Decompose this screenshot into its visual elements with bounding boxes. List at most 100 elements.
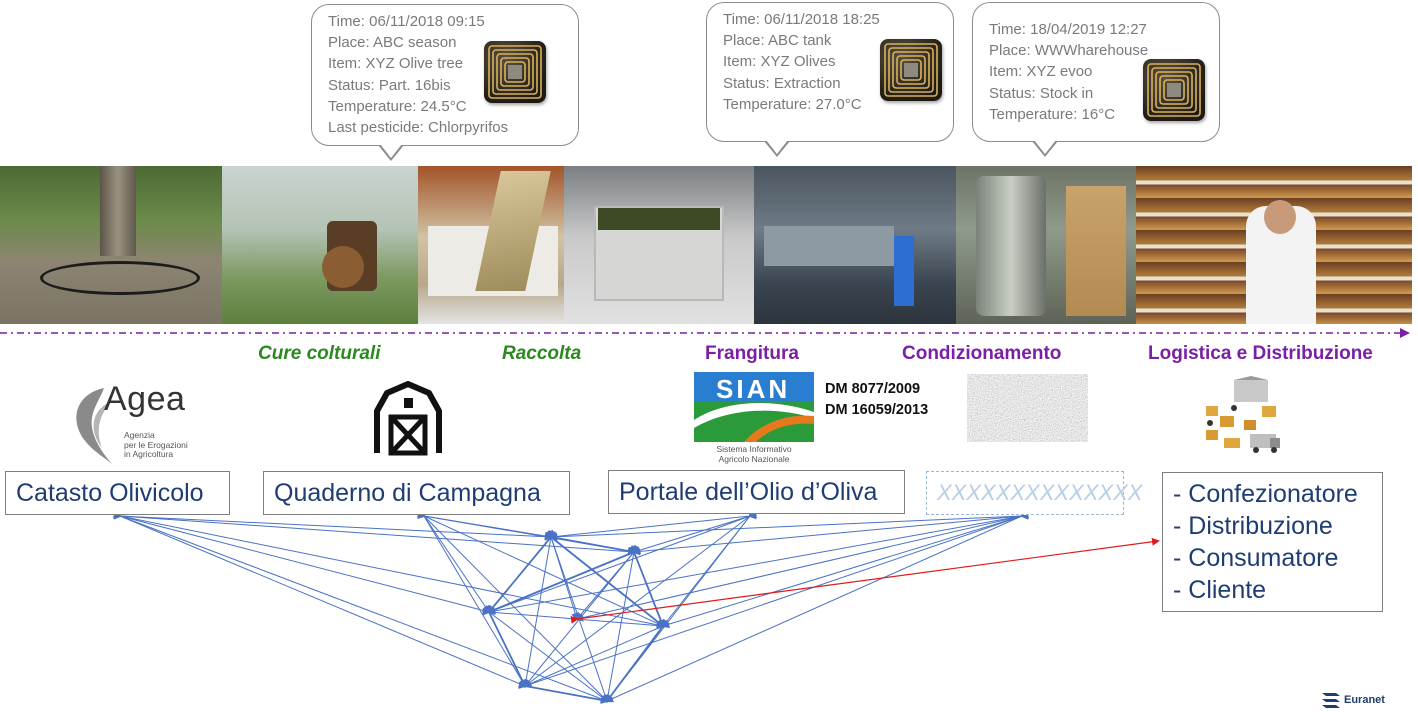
stakeholder-item: - Cliente <box>1173 576 1267 604</box>
callout-line: Last pesticide: Chlorpyrifos <box>328 119 509 137</box>
stage-condizionamento: Condizionamento <box>902 343 1062 364</box>
euranet-name: Euranet <box>1344 694 1385 706</box>
supply-chain-photo-strip <box>0 166 1412 324</box>
network-edge <box>575 544 641 621</box>
stakeholder-item: - Confezionatore <box>1173 480 1358 508</box>
euranet-mark-icon <box>1322 693 1340 708</box>
network-edge <box>523 544 641 688</box>
network-edge <box>605 618 670 703</box>
callout-line: Item: XYZ evoo <box>989 63 1093 81</box>
network-edge <box>417 508 527 688</box>
callout-line: Place: ABC tank <box>723 32 832 50</box>
agea-name: Agea <box>104 380 186 418</box>
stakeholder-item: - Distribuzione <box>1173 512 1333 540</box>
sian-logo: SIAN Sistema Informativo Agricolo Nazion… <box>694 372 814 470</box>
callout-line: Status: Part. 16bis <box>328 76 451 94</box>
callout-line: Temperature: 27.0°C <box>723 95 862 113</box>
stage-raccolta: Raccolta <box>502 343 582 364</box>
network-edge <box>523 509 758 688</box>
agea-subtitle: per le Erogazioni <box>124 439 188 450</box>
stakeholder-item: - Consumatore <box>1173 544 1339 572</box>
network-edge <box>543 530 665 628</box>
network-edge <box>487 529 558 614</box>
network-edge <box>545 530 579 621</box>
network-edge <box>518 680 609 704</box>
network-edge <box>632 510 757 555</box>
callout-line: Time: 18/04/2019 12:27 <box>989 21 1147 38</box>
qr-noise-icon <box>967 374 1088 442</box>
callout-line: Time: 06/11/2018 18:25 <box>723 11 880 28</box>
callout-line: Item: XYZ Olive tree <box>328 55 464 73</box>
photo-tractor-spraying <box>222 166 418 324</box>
network-edge <box>417 511 553 540</box>
callout-line: Temperature: 16°C <box>989 105 1116 123</box>
network-edge <box>605 508 757 703</box>
decree-item: DM 8077/2009 <box>825 381 921 397</box>
callout-line: Status: Extraction <box>723 74 841 92</box>
photo-olive-crates <box>564 166 754 324</box>
barn-icon <box>374 381 442 456</box>
logistics-icon <box>1206 376 1280 453</box>
photo-supermarket-shelf <box>1136 166 1412 324</box>
sian-subtitle: Sistema Informativo <box>716 444 792 454</box>
network-edge <box>605 509 1030 703</box>
catasto-olivicolo-box[interactable]: Catasto Olivicolo <box>5 471 230 515</box>
network-edge <box>416 509 665 628</box>
network-edge <box>523 619 671 688</box>
callout-line: Temperature: 24.5°C <box>328 97 467 115</box>
agea-subtitle: Agenzia <box>124 430 155 440</box>
callout-line: Item: XYZ Olives <box>723 53 836 71</box>
callout-line: Place: WWWharehouse <box>989 42 1149 60</box>
photo-olive-mill <box>754 166 956 324</box>
network-edge <box>482 607 665 630</box>
network-edge <box>112 509 527 688</box>
network-edge <box>487 510 1029 615</box>
agea-subtitle: in Agricoltura <box>124 449 174 459</box>
callout-line: Place: ABC season <box>328 34 457 52</box>
stakeholders-box: - Confezionatore - Distribuzione - Consu… <box>1162 472 1383 612</box>
decrees: DM 8077/2009 DM 16059/2013 <box>825 379 928 421</box>
stage-frangitura: Frangitura <box>705 343 799 364</box>
network-edge <box>417 508 491 614</box>
network-edge <box>545 530 609 703</box>
network-edge <box>604 545 640 703</box>
network-edge <box>549 511 757 541</box>
rfid-tag-icon <box>1143 59 1205 121</box>
decree-item: DM 16059/2013 <box>825 402 929 418</box>
callout-evoo: Time: 18/04/2019 12:27 Place: WWWharehou… <box>972 2 1220 142</box>
network-edge <box>632 511 1029 556</box>
network-edge <box>482 604 526 688</box>
network-edge <box>522 530 556 688</box>
agea-logo: Agea Agenzia per le Erogazioni in Agrico… <box>64 380 204 466</box>
sian-name: SIAN <box>716 374 791 404</box>
stage-cure-colturali: Cure colturali <box>258 343 381 364</box>
rfid-tag-icon <box>880 39 942 101</box>
network-edge <box>417 511 636 555</box>
network-edge <box>416 508 609 703</box>
network-edge <box>112 510 609 703</box>
network-edge <box>113 510 665 629</box>
callout-olive-tree: Time: 06/11/2018 09:15 Place: ABC season… <box>311 4 579 146</box>
stage-logistica: Logistica e Distribuzione <box>1148 343 1373 364</box>
photo-olive-harvest <box>418 166 564 324</box>
network-edge <box>487 510 758 614</box>
network-edge <box>481 605 609 703</box>
photo-olive-tree-irrigation <box>0 166 222 324</box>
network-lines <box>112 508 1030 704</box>
quaderno-campagna-box[interactable]: Quaderno di Campagna <box>263 471 570 515</box>
network-edge <box>628 544 665 628</box>
sian-subtitle: Agricolo Nazionale <box>718 454 790 464</box>
network-edge <box>544 531 636 555</box>
callout-olives: Time: 06/11/2018 18:25 Place: ABC tank I… <box>706 2 954 142</box>
network-edge <box>113 511 636 556</box>
network-edge <box>523 510 1029 688</box>
network-edge <box>113 510 491 615</box>
callout-line: Time: 06/11/2018 09:15 <box>328 13 485 30</box>
portale-olio-box[interactable]: Portale dell’Olio d’Oliva <box>608 470 905 514</box>
network-edge <box>661 508 757 628</box>
callout-line: Status: Stock in <box>989 84 1094 102</box>
network-edge <box>113 511 553 541</box>
placeholder-system-box[interactable]: XXXXXXXXXXXXXX <box>926 471 1142 515</box>
network-edge <box>661 510 1029 629</box>
network-edge <box>487 546 642 614</box>
